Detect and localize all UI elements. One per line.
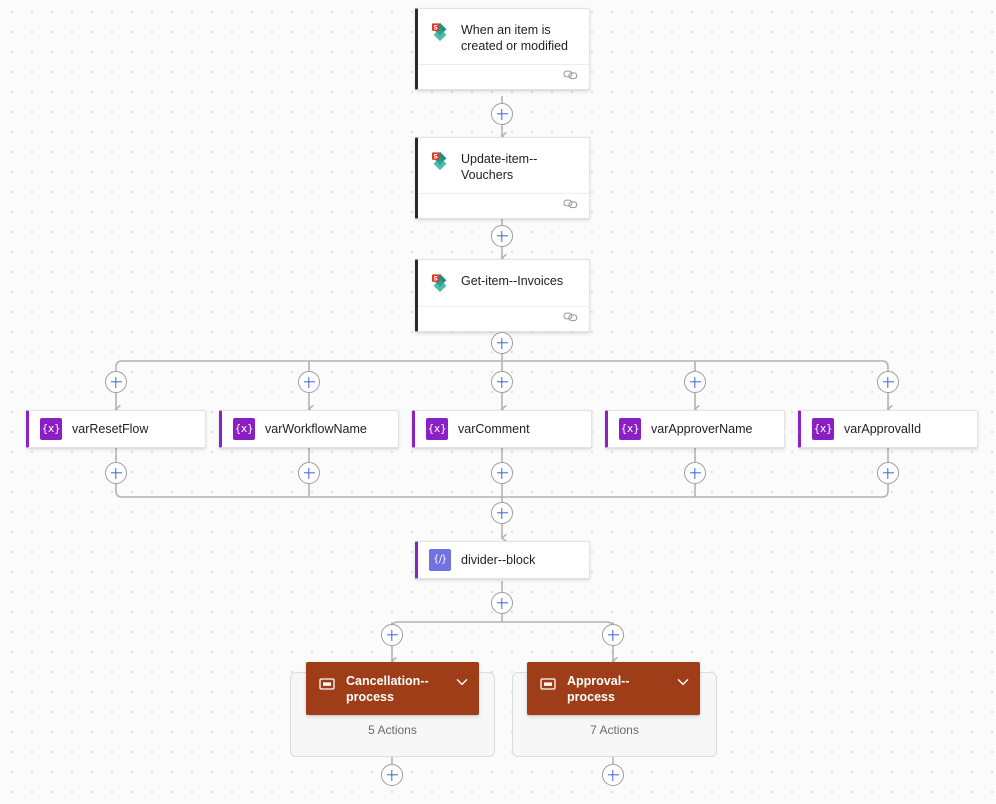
- add-step-button-after-cancellation[interactable]: [381, 764, 403, 786]
- scope-actions-count: 7 Actions: [590, 723, 639, 737]
- sharepoint-icon: S: [429, 272, 451, 294]
- add-step-button-before-approval[interactable]: [602, 624, 624, 646]
- add-step-button-after-update-item[interactable]: [491, 225, 513, 247]
- chevron-down-icon[interactable]: [676, 675, 690, 694]
- sharepoint-icon: S: [429, 21, 451, 43]
- variable-card-varapprovalid[interactable]: {x} varApprovalId: [798, 410, 978, 448]
- variable-card-varapprovername[interactable]: {x} varApproverName: [605, 410, 785, 448]
- add-step-button-after-approval[interactable]: [602, 764, 624, 786]
- add-step-button-after-divider[interactable]: [491, 592, 513, 614]
- scope-icon: [538, 674, 558, 694]
- scope-header-title: Approval--process: [567, 674, 630, 704]
- scope-header-cancellation[interactable]: Cancellation--process: [306, 662, 479, 715]
- add-step-button-after-varapprovername[interactable]: [684, 462, 706, 484]
- copy-link-icon[interactable]: [563, 68, 579, 86]
- action-card-footer: [418, 193, 589, 218]
- variable-card-varcomment[interactable]: {x} varComment: [412, 410, 592, 448]
- variable-card-varworkflowname[interactable]: {x} varWorkflowName: [219, 410, 399, 448]
- variable-icon: {x}: [233, 418, 255, 440]
- scope-header-approval[interactable]: Approval--process: [527, 662, 700, 715]
- action-card-title: When an item is created or modified: [461, 23, 569, 53]
- variable-card-title: varApproverName: [651, 422, 753, 436]
- variable-icon: {x}: [40, 418, 62, 440]
- add-step-button-after-trigger[interactable]: [491, 103, 513, 125]
- variable-card-title: varApprovalId: [844, 422, 922, 436]
- add-step-button-branch-2[interactable]: [298, 371, 320, 393]
- add-step-button-after-varapprovalid[interactable]: [877, 462, 899, 484]
- variable-card-title: varResetFlow: [72, 422, 149, 436]
- variable-icon: {x}: [619, 418, 641, 440]
- add-step-button-after-varresetflow[interactable]: [105, 462, 127, 484]
- add-step-button-merge[interactable]: [491, 502, 513, 524]
- action-card-footer: [418, 306, 589, 331]
- sharepoint-icon: S: [429, 150, 451, 172]
- action-card-footer: [418, 64, 589, 89]
- action-card-get-item[interactable]: S Get-item--Invoices: [415, 259, 590, 332]
- add-step-button-branch-4[interactable]: [684, 371, 706, 393]
- add-step-button-after-varcomment[interactable]: [491, 462, 513, 484]
- add-step-button-before-cancellation[interactable]: [381, 624, 403, 646]
- copy-link-icon[interactable]: [563, 197, 579, 215]
- add-step-button-branch-3[interactable]: [491, 371, 513, 393]
- add-step-button-branch-1[interactable]: [105, 371, 127, 393]
- scope-header-title: Cancellation--process: [346, 674, 429, 704]
- action-card-title: Get-item--Invoices: [461, 274, 564, 288]
- scope-card-title: divider--block: [461, 553, 536, 567]
- add-step-button-branch-5[interactable]: [877, 371, 899, 393]
- svg-text:S: S: [434, 24, 438, 31]
- copy-link-icon[interactable]: [563, 310, 579, 328]
- variable-card-varresetflow[interactable]: {x} varResetFlow: [26, 410, 206, 448]
- scope-actions-count: 5 Actions: [368, 723, 417, 737]
- variable-icon: {x}: [812, 418, 834, 440]
- action-card-trigger[interactable]: S When an item is created or modified: [415, 8, 590, 90]
- variable-card-title: varWorkflowName: [265, 422, 367, 436]
- add-step-button-after-varworkflowname[interactable]: [298, 462, 320, 484]
- action-card-body: S When an item is created or modified: [418, 9, 589, 64]
- svg-text:S: S: [434, 275, 438, 282]
- action-card-update-item[interactable]: S Update-item--Vouchers: [415, 137, 590, 219]
- scope-icon: [317, 674, 337, 694]
- action-card-body: S Update-item--Vouchers: [418, 138, 589, 193]
- scope-braces-icon: {/}: [429, 549, 451, 571]
- scope-card-divider-block[interactable]: {/} divider--block: [415, 541, 590, 579]
- action-card-body: S Get-item--Invoices: [418, 260, 589, 306]
- svg-text:S: S: [434, 153, 438, 160]
- chevron-down-icon[interactable]: [455, 675, 469, 694]
- variable-icon: {x}: [426, 418, 448, 440]
- variable-card-title: varComment: [458, 422, 530, 436]
- action-card-title: Update-item--Vouchers: [461, 152, 538, 182]
- add-step-button-after-get-item[interactable]: [491, 332, 513, 354]
